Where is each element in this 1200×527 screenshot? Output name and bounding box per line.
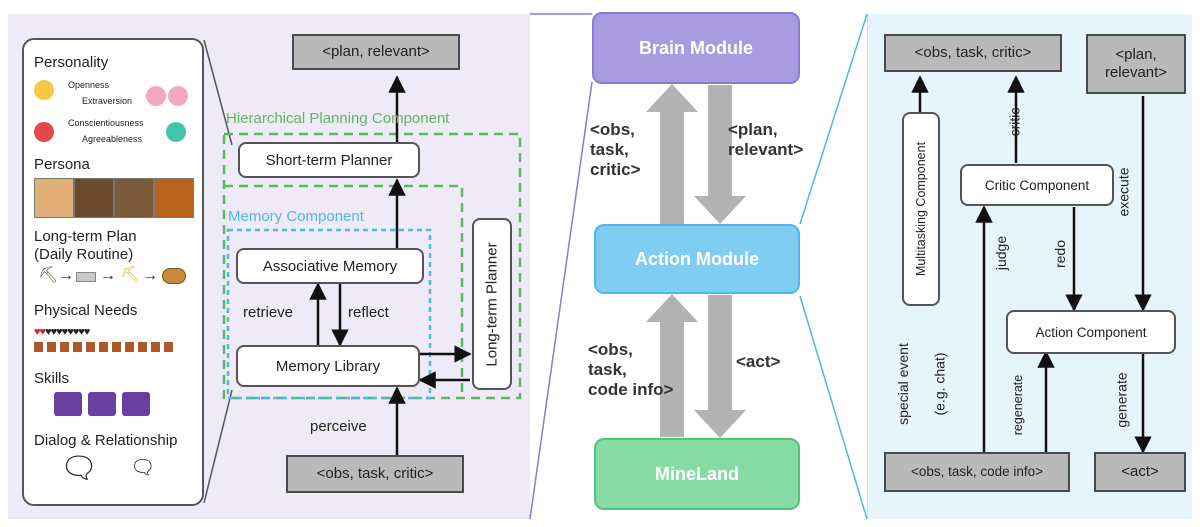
memory-library-box: Memory Library xyxy=(236,345,420,387)
trait-agreeableness: Agreeableness xyxy=(82,134,143,144)
arrow-icon-2: → xyxy=(100,267,116,284)
eg-chat-label: (e.g. chat) xyxy=(931,352,948,416)
physical-needs-heading: Physical Needs xyxy=(34,302,138,319)
short-term-planner-box: Short-term Planner xyxy=(238,142,420,178)
action-output-obs-task-critic: <obs, task, critic> xyxy=(884,34,1062,72)
openness-emoji-icon xyxy=(34,80,54,100)
trait-conscientiousness: Conscientiousness xyxy=(68,118,144,128)
big-arrows xyxy=(646,84,746,438)
dialog-relationship-heading: Dialog & Relationship xyxy=(34,432,178,449)
arrow-icon-3: → xyxy=(142,267,158,284)
persona-face-icon-2 xyxy=(74,178,114,218)
long-term-planner-label: Long-term Planner xyxy=(483,241,501,367)
memory-component-title: Memory Component xyxy=(228,208,364,225)
label-act: <act> xyxy=(736,352,781,371)
skill-book-icon-3 xyxy=(122,392,150,416)
extraversion-emoji-icon-2 xyxy=(168,86,188,106)
critic-component-box: Critic Component xyxy=(960,164,1114,206)
action-output-act: <act> xyxy=(1094,452,1186,492)
hierarchical-planning-title: Hierarchical Planning Component xyxy=(226,110,450,127)
retrieve-label: retrieve xyxy=(243,304,294,321)
zoom-line-action-top xyxy=(799,13,868,225)
relevant-line: relevant> xyxy=(1104,64,1168,81)
persona-face-icon xyxy=(34,178,74,218)
skill-book-icon-2 xyxy=(88,392,116,416)
associative-memory-box: Associative Memory xyxy=(236,248,424,284)
skill-book-icon xyxy=(54,392,82,416)
brain-input-obs-task-critic: <obs, task, critic> xyxy=(286,455,464,493)
persona-face-icon-4 xyxy=(154,178,194,218)
execute-label: execute xyxy=(1115,167,1132,217)
long-term-plan-heading: Long-term Plan xyxy=(34,228,137,245)
reflect-label: reflect xyxy=(348,304,389,321)
label-plan-relevant: <plan, relevant> xyxy=(728,120,804,159)
brain-output-plan-relevant: <plan, relevant> xyxy=(292,34,460,70)
arrow-mineland-to-action xyxy=(646,294,698,437)
extraversion-emoji-icon xyxy=(146,86,166,106)
agent-profile-card: Personality Openness Extraversion Consci… xyxy=(22,38,204,506)
bread-icon xyxy=(162,268,186,284)
action-module-box: Action Module xyxy=(594,224,800,294)
label-obs-task-critic: <obs, task, critic> xyxy=(590,120,641,179)
generate-label: generate xyxy=(1113,372,1130,428)
brain-module-box: Brain Module xyxy=(592,12,800,84)
plan-line: <plan, xyxy=(1115,46,1157,63)
arrow-action-to-mineland xyxy=(694,295,746,438)
daily-routine-subheading: (Daily Routine) xyxy=(34,246,134,263)
label-obs-task-code-info: <obs, task, code info> xyxy=(588,340,674,399)
redo-label: redo xyxy=(1052,239,1069,269)
personality-heading: Personality xyxy=(34,54,109,71)
zoom-line-brain-bottom xyxy=(529,81,593,520)
conscientiousness-emoji-icon xyxy=(34,122,54,142)
pickaxe-icon: ⛏ xyxy=(38,267,59,284)
zoom-line-sidebar-bottom xyxy=(203,389,233,504)
arrow-brain-to-action xyxy=(694,85,746,224)
trait-openness: Openness xyxy=(68,80,110,90)
hierarchical-inner-border xyxy=(224,184,464,398)
gold-pickaxe-icon: ⛏ xyxy=(120,267,141,284)
long-term-planner-box: Long-term Planner xyxy=(472,218,512,390)
zoom-line-action-bottom xyxy=(799,295,868,520)
trait-extraversion: Extraversion xyxy=(82,96,133,106)
multitasking-component-box: Multitasking Component xyxy=(902,112,940,306)
action-component-box: Action Component xyxy=(1006,310,1176,354)
speech-bubble-small-icon: 🗨 xyxy=(130,457,156,479)
perceive-label: perceive xyxy=(310,418,367,435)
judge-label: judge xyxy=(993,235,1010,271)
agreeableness-emoji-icon xyxy=(166,122,186,142)
multitasking-label: Multitasking Component xyxy=(914,141,929,277)
skills-heading: Skills xyxy=(34,370,70,387)
arrow-action-to-brain xyxy=(646,84,698,225)
hunger-drumsticks-icon xyxy=(34,342,174,352)
arrow-icon: → xyxy=(58,267,74,284)
health-hearts-icon: ♥♥♥♥♥♥♥♥♥♥ xyxy=(34,326,90,338)
zoom-line-sidebar-top xyxy=(203,39,233,146)
critic-label: critic xyxy=(1006,107,1023,137)
persona-heading: Persona xyxy=(34,156,90,173)
action-input-plan-relevant: <plan, relevant> xyxy=(1086,34,1186,94)
iron-ingot-icon xyxy=(76,272,96,282)
mineland-box: MineLand xyxy=(594,438,800,510)
regenerate-label: regenerate xyxy=(1011,374,1026,436)
action-input-obs-task-code-info: <obs, task, code info> xyxy=(884,452,1070,492)
persona-face-icon-3 xyxy=(114,178,154,218)
memory-component-group xyxy=(226,228,432,400)
speech-bubble-large-icon: 🗨 xyxy=(60,452,99,485)
special-event-label: special event xyxy=(894,343,911,425)
